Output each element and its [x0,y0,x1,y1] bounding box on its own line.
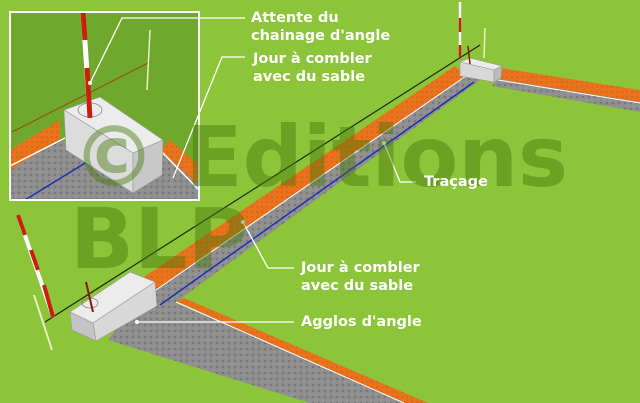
survey-pole-left [16,214,55,318]
trench-gravel [108,74,480,403]
label-line: avec du sable [301,278,414,294]
leader-lines [89,17,416,323]
detail-inset [9,11,200,201]
label-agglos: Agglos d'angle [301,314,422,330]
label-line: chainage d'angle [251,28,391,44]
watermark-line1: © Editions [72,108,569,206]
label-line: Attente du [251,10,339,26]
label-line: Jour à combler [301,260,420,276]
label-jour-mid: Jour à combler avec du sable [301,259,420,295]
label-jour-top: Jour à combler avec du sable [253,50,372,86]
sand-bottom-arm [176,298,428,403]
sand-top-right [498,68,640,102]
corner-block-top [459,45,503,83]
watermark-line2: BLP [70,190,250,288]
tracing-line [159,81,475,306]
string-line [44,44,481,323]
corner-block-bottom [69,271,158,342]
stake-top [483,27,486,59]
leader-attente [89,17,245,84]
stake-left [33,294,53,351]
label-tracage: Traçage [424,174,488,190]
label-attente-chainage: Attente du chainage d'angle [251,9,390,45]
leader-jour-top [172,56,245,179]
label-line: avec du sable [253,69,366,85]
trench-top-right-gravel [492,78,640,112]
leader-jour-mid [242,221,294,269]
label-line: Jour à combler [253,51,372,67]
leader-tracage [383,142,416,183]
sand-long-arm [138,66,466,290]
